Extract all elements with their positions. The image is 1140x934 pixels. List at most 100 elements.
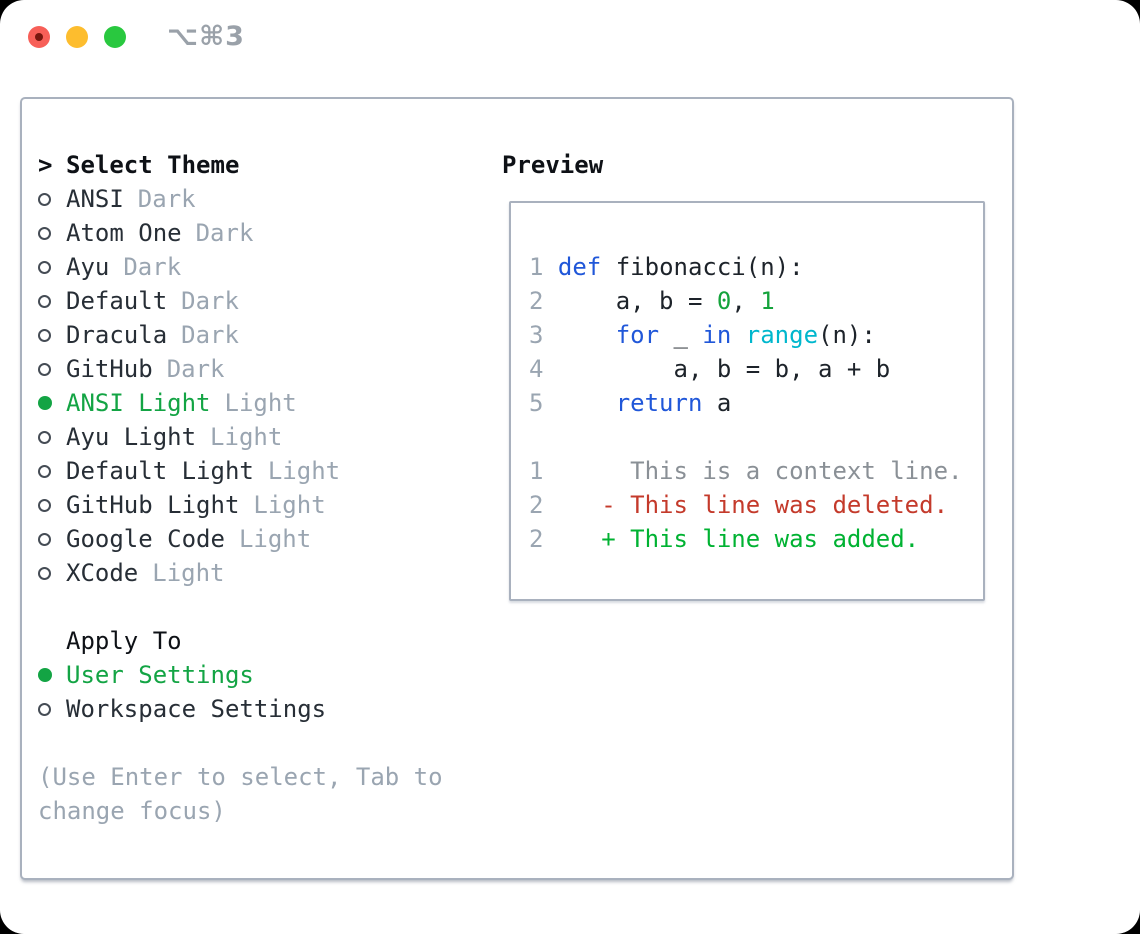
theme-option-xcode[interactable]: XCode Light <box>38 556 498 590</box>
preview-title: Preview <box>502 151 604 179</box>
marker-cell <box>38 226 66 240</box>
code-segment-kw: return <box>615 389 703 417</box>
apply-option-workspace-settings[interactable]: Workspace Settings <box>38 692 498 726</box>
marker-cell <box>38 192 66 206</box>
diff-line: 1 This is a context line. <box>529 454 983 488</box>
radio-selected-icon <box>38 396 52 410</box>
theme-variant-tag: Light <box>267 457 341 485</box>
radio-icon <box>38 362 51 376</box>
code-segment-fg: a, b = b, a + b <box>557 355 891 383</box>
spacer <box>38 590 498 624</box>
theme-variant-tag: Dark <box>137 185 196 213</box>
code-line: 1 def fibonacci(n): <box>529 250 983 284</box>
code-segment-add: + This line was added. <box>543 525 920 553</box>
theme-option-ayu[interactable]: Ayu Dark <box>38 250 498 284</box>
apply-option-user-settings[interactable]: User Settings <box>38 658 498 692</box>
code-segment-num: 2 <box>529 525 544 553</box>
code-segment-fg <box>731 321 745 349</box>
window-title-shortcut: ⌥⌘3 <box>167 21 245 52</box>
radio-icon <box>38 328 51 342</box>
code-line: 5 return a <box>529 386 983 420</box>
theme-variant-tag: Light <box>253 491 326 519</box>
theme-variant-tag: Dark <box>166 355 225 383</box>
code-segment-fn: range <box>745 321 819 349</box>
marker-cell <box>38 430 66 444</box>
marker-cell <box>38 464 66 478</box>
theme-option-ansi-light[interactable]: ANSI Light Light <box>38 386 498 420</box>
marker-cell <box>38 396 66 410</box>
radio-icon <box>38 464 51 478</box>
apply-option-label: Workspace Settings <box>66 695 327 723</box>
theme-variant-tag: Dark <box>195 219 254 247</box>
theme-option-label: XCode <box>66 559 139 587</box>
marker-cell <box>38 702 66 716</box>
code-segment-num: 1 <box>529 253 558 281</box>
titlebar: ⌥⌘3 <box>28 21 245 52</box>
code-segment-fg: fibonacci(n): <box>601 253 804 281</box>
spacer <box>38 726 498 760</box>
minimize-button-icon[interactable] <box>66 26 88 48</box>
theme-variant-tag: Dark <box>181 321 239 349</box>
theme-variant-tag: Light <box>210 423 283 451</box>
diff-line: 2 + This line was added. <box>529 522 983 556</box>
radio-icon <box>38 260 51 274</box>
code-line: 4 a, b = b, a + b <box>529 352 983 386</box>
theme-option-label: Default Light <box>66 457 254 485</box>
code-segment-num: 3 <box>529 321 558 349</box>
radio-icon <box>38 498 51 512</box>
close-button-icon[interactable] <box>28 26 50 48</box>
theme-option-dracula[interactable]: Dracula Dark <box>38 318 498 352</box>
marker-cell <box>38 498 66 512</box>
code-segment-num: 2 <box>529 491 544 519</box>
keyboard-hint: (Use Enter to select, Tab to change focu… <box>38 763 443 825</box>
code-line: 2 a, b = 0, 1 <box>529 284 983 318</box>
select-theme-header: > Select Theme <box>38 148 498 182</box>
theme-option-label: Ayu <box>66 253 110 281</box>
theme-variant-tag: Light <box>238 525 312 553</box>
marker-cell <box>38 532 66 546</box>
code-segment-fg: a, b = <box>557 287 717 315</box>
theme-variant-tag: Dark <box>123 253 182 281</box>
diff-line: 2 - This line was deleted. <box>529 488 983 522</box>
radio-icon <box>38 226 51 240</box>
theme-variant-tag: Dark <box>181 287 239 315</box>
marker-cell <box>38 362 66 376</box>
marker-cell <box>38 294 66 308</box>
code-segment-lit: 1 <box>760 287 775 315</box>
code-segment-del: - This line was deleted. <box>543 491 949 519</box>
apply-option-label: User Settings <box>66 661 254 689</box>
code-segment-kw: in <box>702 321 732 349</box>
marker-cell <box>38 328 66 342</box>
code-segment-fg: _ <box>659 321 703 349</box>
theme-option-label: Dracula <box>66 321 168 349</box>
radio-selected-icon <box>38 668 52 682</box>
theme-variant-tag: Light <box>152 559 225 587</box>
radio-icon <box>38 702 51 716</box>
select-theme-title: Select Theme <box>66 151 240 179</box>
apply-to-title: Apply To <box>66 627 182 655</box>
code-segment-num: 1 <box>529 457 544 485</box>
theme-variant-tag: Light <box>224 389 297 417</box>
theme-option-label: ANSI Light <box>66 389 211 417</box>
focus-arrow-icon: > <box>38 151 53 179</box>
zoom-button-icon[interactable] <box>104 26 126 48</box>
radio-icon <box>38 294 51 308</box>
theme-option-default-light[interactable]: Default Light Light <box>38 454 498 488</box>
code-segment-fg: (n): <box>818 321 876 349</box>
code-segment-fg: , <box>731 287 761 315</box>
radio-icon <box>38 430 51 444</box>
code-segment-fg <box>558 389 616 417</box>
marker-cell <box>38 668 66 682</box>
